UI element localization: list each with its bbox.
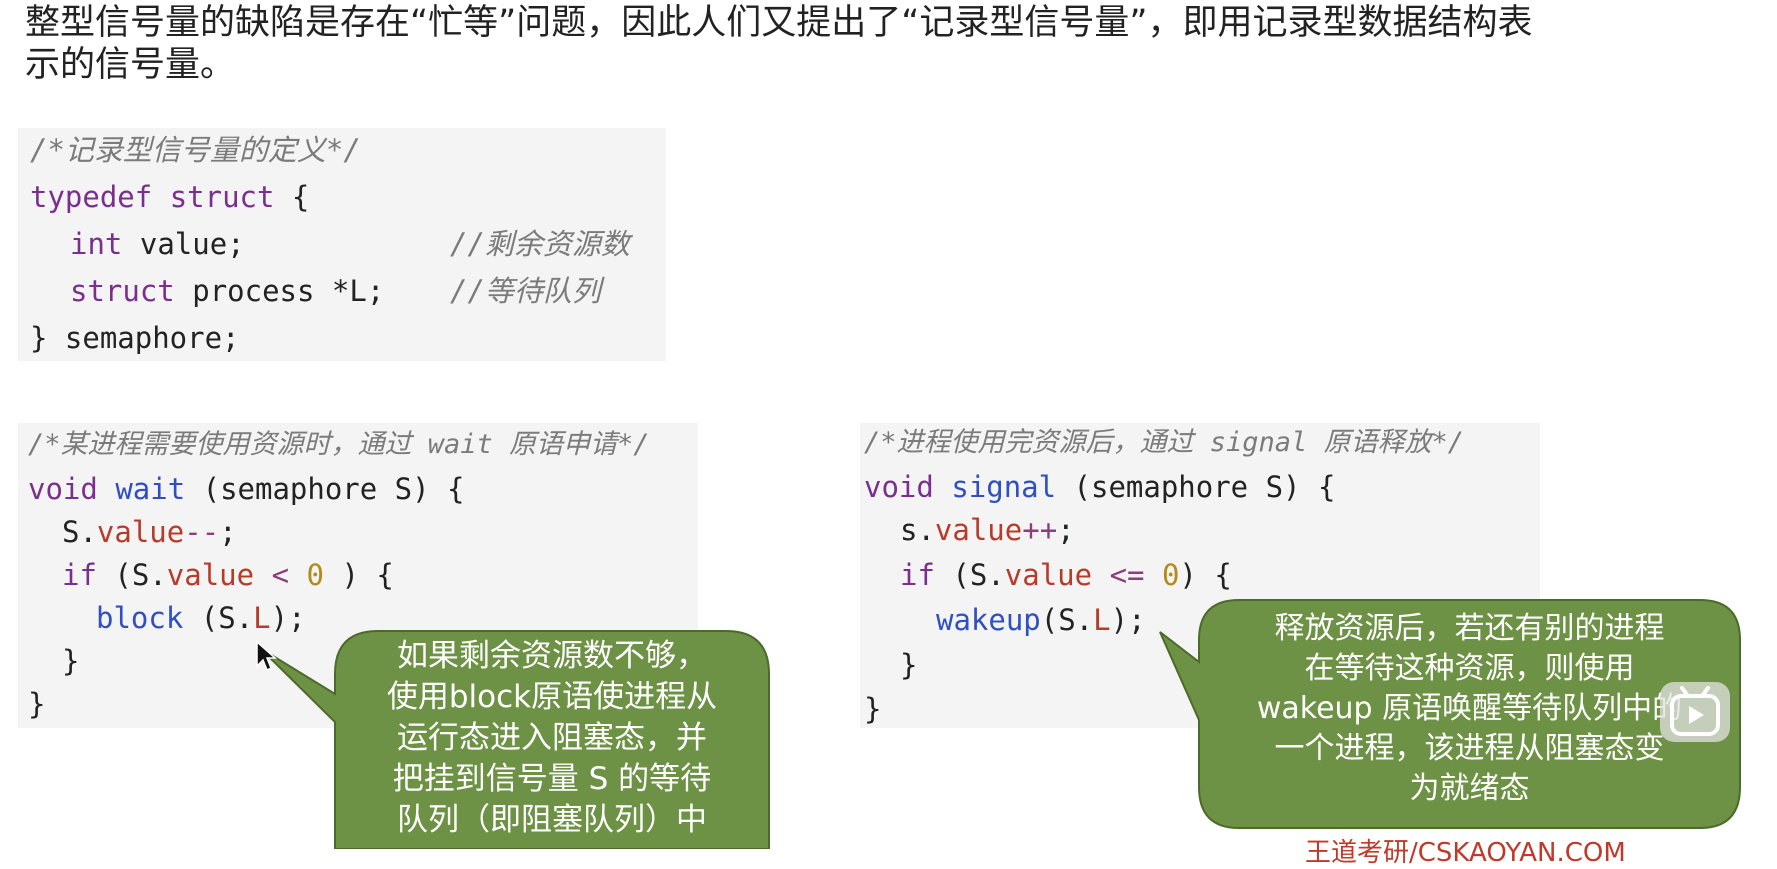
wait-l4-field: L	[253, 601, 271, 635]
signal-l2-obj: s.	[900, 513, 935, 547]
brace-open: {	[291, 180, 310, 214]
callout-block-line: 队列（即阻塞队列）中	[397, 802, 707, 838]
keyword-struct-2: struct	[70, 274, 175, 308]
wait-l2-field: value	[96, 515, 185, 549]
keyword-int: int	[70, 227, 123, 261]
comment-value: //剩余资源数	[450, 227, 630, 261]
wait-signature: (semaphore S) {	[202, 472, 465, 506]
keyword-typedef: typedef	[30, 180, 153, 214]
video-play-button[interactable]	[1660, 682, 1730, 742]
callout-block-text: 如果剩余资源数不够， 使用block原语使进程从 运行态进入阻塞态，并 把挂到信…	[335, 636, 769, 841]
signal-line-signature: void signal (semaphore S) {	[864, 469, 1335, 505]
field-list: process *L;	[192, 274, 385, 308]
wait-comment: /*某进程需要使用资源时，通过 wait 原语申请*/	[28, 429, 650, 460]
signal-function-code: /*进程使用完资源后，通过 signal 原语释放*/ void signal …	[860, 423, 1540, 728]
signal-line-close: }	[864, 692, 882, 726]
wait-l3-num: 0	[306, 558, 324, 592]
callout-block-line: 把挂到信号量 S 的等待	[392, 761, 712, 797]
callout-wakeup-line: 在等待这种资源，则使用	[1304, 651, 1635, 686]
wait-l3-op: <	[271, 558, 290, 592]
signal-l2-end: ;	[1057, 513, 1075, 547]
function-wakeup: wakeup	[936, 603, 1041, 637]
callout-block-line: 使用block原语使进程从	[386, 679, 718, 715]
callout-wakeup-text: 释放资源后，若还有别的进程 在等待这种资源，则使用 wakeup 原语唤醒等待队…	[1199, 609, 1740, 809]
callout-wakeup-line: 为就绪态	[1409, 771, 1530, 806]
keyword-if: if	[62, 558, 97, 592]
watermark: 王道考研/CSKAOYAN.COM	[1305, 838, 1626, 868]
intro-paragraph: 整型信号量的缺陷是存在“忙等”问题，因此人们又提出了“记录型信号量”，即用记录型…	[25, 2, 1665, 86]
keyword-if: if	[900, 558, 935, 592]
wait-l2-obj: S.	[62, 515, 97, 549]
semaphore-definition-code: /*记录型信号量的定义*/ typedef struct { int value…	[18, 128, 666, 361]
wait-l2-end: ;	[219, 515, 237, 549]
signal-l4-field: L	[1093, 603, 1111, 637]
function-wait: wait	[115, 472, 186, 506]
keyword-void: void	[28, 472, 98, 506]
callout-wakeup-shape	[1159, 599, 1741, 829]
definition-closing: } semaphore;	[30, 321, 240, 355]
wait-l3-end: ) {	[341, 558, 394, 592]
signal-l3-a: (S.	[952, 558, 1005, 592]
signal-l3-num: 0	[1161, 558, 1180, 592]
callout-wakeup-line: 释放资源后，若还有别的进程	[1274, 611, 1665, 646]
callout-shapes	[259, 599, 1741, 849]
wait-line-block: block (S.L);	[96, 600, 306, 636]
signal-line-if: if (S.value <= 0) {	[900, 557, 1232, 593]
callout-block-line: 如果剩余资源数不够，	[397, 638, 707, 674]
signal-line-increment: s.value++;	[900, 512, 1075, 548]
signal-signature: (semaphore S) {	[1073, 470, 1336, 504]
definition-line-typedef: typedef struct {	[30, 179, 309, 215]
mouse-pointer-icon	[256, 641, 277, 672]
wait-l4-a: (S.	[200, 601, 254, 635]
signal-line-wakeup: wakeup(S.L);	[936, 602, 1146, 638]
signal-l2-field: value	[934, 513, 1023, 547]
intro-line-2: 示的信号量。	[25, 45, 236, 85]
intro-line-1: 整型信号量的缺陷是存在“忙等”问题，因此人们又提出了“记录型信号量”，即用记录型…	[25, 3, 1533, 43]
signal-l3-field: value	[1004, 558, 1093, 592]
callout-block-line: 运行态进入阻塞态，并	[397, 720, 707, 756]
field-value: value;	[139, 227, 245, 261]
video-play-icon	[1670, 686, 1720, 736]
callout-wakeup-line: wakeup 原语唤醒等待队列中的	[1256, 691, 1683, 726]
wait-line-if: if (S.value < 0 ) {	[62, 557, 394, 593]
keyword-void: void	[864, 470, 934, 504]
signal-l4-end: );	[1110, 603, 1146, 637]
wait-l2-op: --	[184, 515, 220, 549]
signal-l3-op: <=	[1109, 558, 1145, 592]
wait-line-signature: void wait (semaphore S) {	[28, 471, 465, 507]
signal-comment: /*进程使用完资源后，通过 signal 原语释放*/	[864, 427, 1465, 458]
signal-l2-op: ++	[1022, 513, 1058, 547]
definition-comment: /*记录型信号量的定义*/	[30, 133, 361, 167]
wait-l4-end: );	[270, 601, 306, 635]
signal-line-close-if: }	[900, 648, 918, 682]
wait-line-close: }	[28, 687, 46, 721]
wait-l3-field: value	[166, 558, 255, 592]
signal-l4-a: (S.	[1040, 603, 1094, 637]
wait-line-decrement: S.value--;	[62, 514, 237, 550]
signal-l3-end: ) {	[1179, 558, 1232, 592]
function-signal: signal	[951, 470, 1057, 504]
function-block: block	[96, 601, 184, 635]
wait-l3-a: (S.	[114, 558, 167, 592]
definition-line-list: struct process *L;	[70, 273, 384, 309]
callout-block-shape	[259, 630, 770, 849]
keyword-struct: struct	[169, 180, 275, 214]
comment-list: //等待队列	[450, 274, 601, 308]
wait-line-close-if: }	[62, 644, 80, 678]
definition-line-value: int value;	[70, 226, 245, 262]
callout-wakeup-line: 一个进程，该进程从阻塞态变	[1274, 731, 1665, 766]
